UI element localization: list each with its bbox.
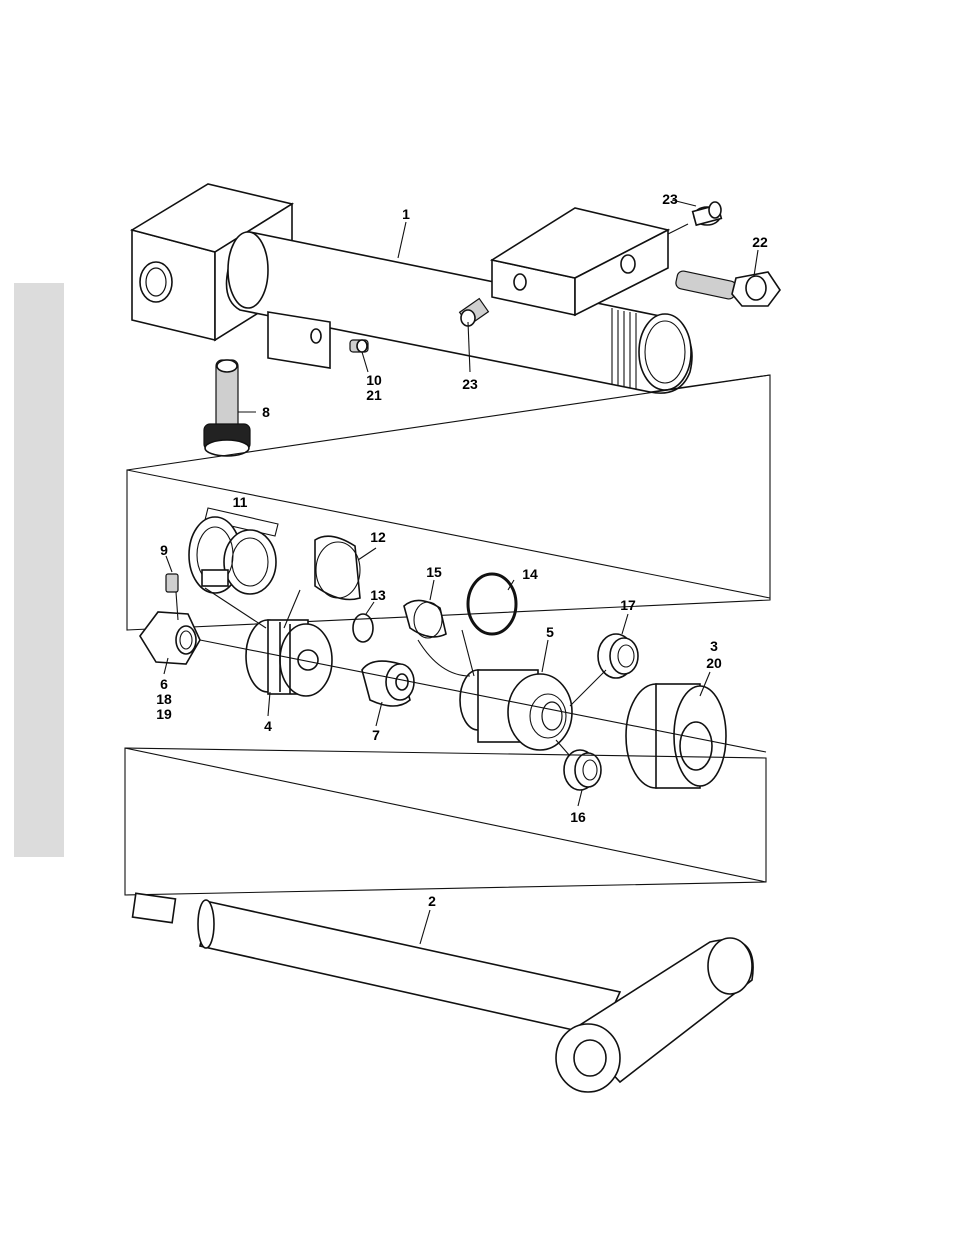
callout-23-lower: 23: [462, 376, 478, 392]
seal-kit-11: [189, 508, 278, 594]
callout-5: 5: [546, 624, 554, 640]
callout-3: 3: [710, 638, 718, 654]
wear-ring-12: [315, 536, 360, 599]
setscrew-9: [166, 574, 178, 592]
callout-8: 8: [262, 404, 270, 420]
callout-6: 6: [160, 676, 168, 692]
callout-16: 16: [570, 809, 586, 825]
callout-12: 12: [370, 529, 386, 545]
callout-15: 15: [426, 564, 442, 580]
callout-7: 7: [372, 727, 380, 743]
nut-6: [140, 612, 200, 664]
piston-rod-2: [133, 893, 754, 1092]
setscrew-10: [350, 340, 368, 352]
callout-11: 11: [233, 494, 248, 510]
callout-19: 19: [156, 706, 172, 722]
valve-22: [675, 270, 780, 306]
callout-4: 4: [264, 718, 272, 734]
callout-1: 1: [402, 206, 410, 222]
o-ring-13: [353, 614, 373, 642]
callout-17: 17: [620, 597, 636, 613]
callout-13: 13: [370, 587, 386, 603]
callout-9: 9: [160, 542, 168, 558]
valve-8: [204, 360, 250, 456]
callout-20: 20: [706, 655, 722, 671]
head-3: [626, 684, 726, 788]
callout-10: 10: [366, 372, 382, 388]
callout-23-upper: 23: [662, 191, 678, 207]
spacer-7: [362, 661, 414, 706]
callout-21: 21: [366, 387, 382, 403]
callout-2: 2: [428, 893, 436, 909]
wear-ring-15: [404, 600, 446, 638]
callout-18: 18: [156, 691, 172, 707]
cylinder-barrel: [132, 184, 692, 393]
o-ring-14: [468, 574, 516, 634]
callout-22: 22: [752, 234, 768, 250]
plug-23-upper: [693, 202, 722, 225]
callout-14: 14: [522, 566, 538, 582]
